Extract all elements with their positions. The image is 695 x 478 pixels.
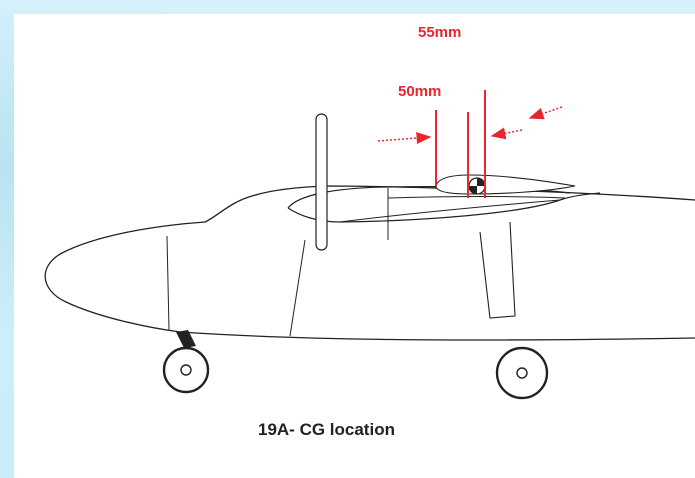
rear-wheel-hub-icon — [516, 367, 528, 379]
front-gear-leg — [176, 330, 196, 348]
dimension-55mm-label: 55mm — [418, 24, 461, 41]
fuselage-panel-line-2 — [289, 239, 306, 337]
front-wheel-hub-icon — [180, 364, 192, 376]
arrow-right-lower-pointer — [490, 127, 523, 140]
antenna-mast — [315, 113, 328, 251]
cg-marker-icon — [468, 177, 486, 195]
diagram-caption: 19A- CG location — [258, 420, 395, 439]
dimension-50mm-label: 50mm — [398, 83, 441, 100]
diagram-panel — [14, 14, 695, 478]
wing-root-line — [339, 199, 561, 223]
fuselage-outline — [44, 185, 695, 341]
wing-top-surface — [387, 196, 566, 199]
arrow-left-pointer — [377, 132, 432, 145]
fuselage-panel-line-1 — [166, 235, 170, 331]
wing-strut — [479, 221, 516, 319]
arrow-right-upper-pointer — [528, 106, 563, 120]
